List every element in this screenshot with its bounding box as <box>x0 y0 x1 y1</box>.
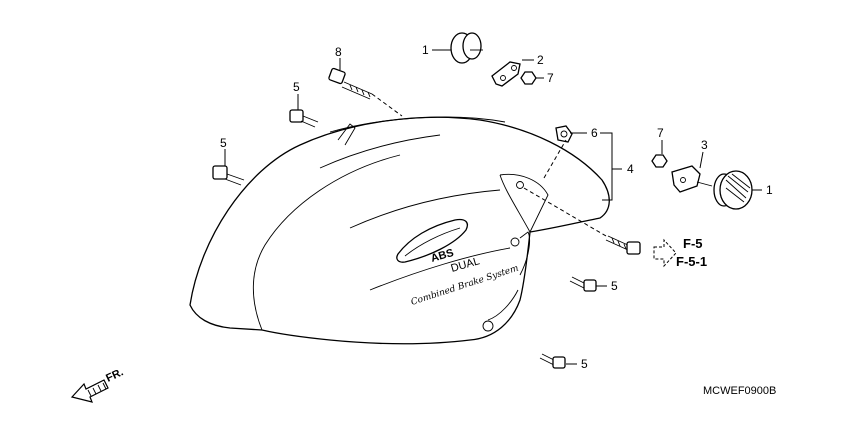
callout-8: 8 <box>335 45 342 59</box>
bracket-2 <box>491 61 521 87</box>
bracket-3 <box>671 165 713 193</box>
callout-5-left: 5 <box>220 136 227 150</box>
callout-5-bottom-mid: 5 <box>611 279 618 293</box>
bolt-5-upper-left <box>289 109 319 128</box>
reference-f5: F-5 <box>683 236 703 251</box>
reference-f5-1: F-5-1 <box>676 254 707 269</box>
callout-3: 3 <box>701 138 708 152</box>
nut-7-top <box>520 71 537 85</box>
reflector-1-right <box>713 170 753 210</box>
leader-lines <box>224 49 762 365</box>
callout-5-upper-left: 5 <box>293 80 300 94</box>
bolt-4 <box>605 235 641 255</box>
nut-7-right <box>651 154 668 168</box>
reflector-1-top <box>450 32 483 64</box>
bolt-8 <box>328 67 373 100</box>
callout-7-top: 7 <box>547 71 554 85</box>
bolt-5-bottom-mid <box>569 276 597 292</box>
callout-7-right: 7 <box>657 126 664 140</box>
callout-5-bottom: 5 <box>581 357 588 371</box>
bolt-5-left <box>212 165 245 186</box>
callout-6: 6 <box>591 126 598 140</box>
reference-arrow <box>653 238 677 268</box>
front-fender <box>189 116 610 345</box>
callout-1-top: 1 <box>422 43 429 57</box>
diagram-code: MCWEF0900B <box>703 385 776 397</box>
callout-2: 2 <box>537 53 544 67</box>
direction-label: FR. <box>104 366 125 384</box>
clip-6 <box>555 125 573 143</box>
callout-4: 4 <box>627 162 634 176</box>
callout-1-right: 1 <box>766 183 773 197</box>
bolt-5-bottom <box>539 353 566 369</box>
front-direction-arrow-icon <box>70 379 109 403</box>
